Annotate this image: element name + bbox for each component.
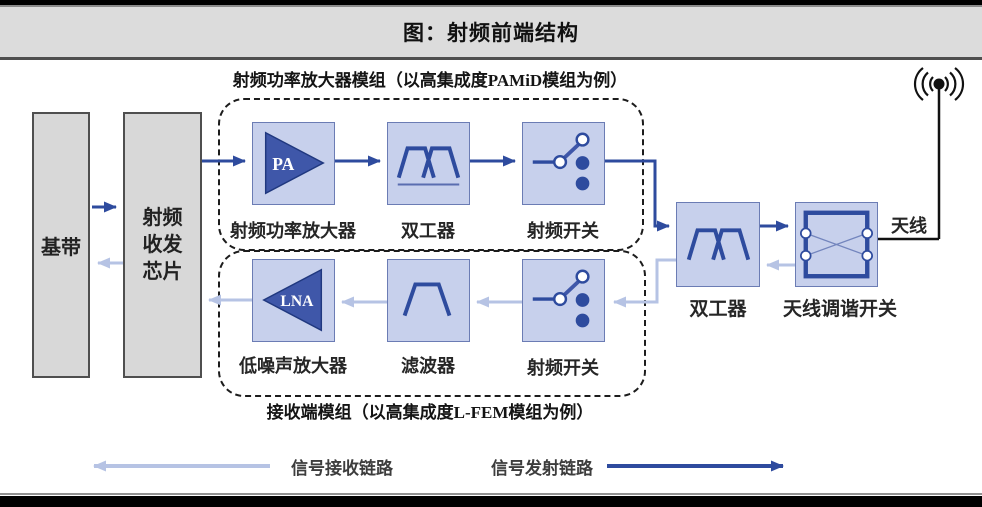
lna-label: 低噪声放大器 bbox=[239, 356, 347, 376]
duplexer-bandpass-icon bbox=[396, 146, 461, 186]
pa-symbol: PA bbox=[272, 154, 294, 174]
pa-label: 射频功率放大器 bbox=[230, 221, 356, 241]
lna-symbol: LNA bbox=[280, 293, 314, 310]
antenna-label: 天线 bbox=[891, 216, 927, 236]
transceiver-block: 射频收发芯片 bbox=[123, 112, 202, 378]
amplifier-left-triangle-icon: LNA bbox=[262, 268, 323, 332]
tx-module-label: 射频功率放大器模组（以高集成度PAMiD模组为例） bbox=[232, 71, 628, 90]
pa-block: PA bbox=[252, 122, 335, 205]
duplexer-tx-block bbox=[387, 122, 470, 205]
baseband-label: 基带 bbox=[41, 236, 81, 259]
duplexer-tx-label: 双工器 bbox=[401, 221, 455, 241]
crossbar-switch-icon bbox=[800, 210, 873, 279]
switch-rx-block bbox=[522, 259, 605, 342]
switch-tx-label: 射频开关 bbox=[527, 221, 599, 241]
antenna-broadcast-icon bbox=[913, 67, 965, 101]
lna-block: LNA bbox=[252, 259, 335, 342]
duplexer-ant-block bbox=[676, 202, 760, 287]
bandpass-filter-icon bbox=[402, 282, 452, 317]
bottom-border-line bbox=[0, 493, 982, 495]
bottom-border-bar bbox=[0, 496, 982, 507]
amplifier-right-triangle-icon: PA bbox=[264, 131, 325, 195]
rx-module-outline bbox=[218, 250, 646, 397]
legend-tx-label: 信号发射链路 bbox=[491, 459, 593, 478]
top-border-bar bbox=[0, 0, 982, 5]
switch-tx-block bbox=[522, 122, 605, 205]
switch-rx-label: 射频开关 bbox=[527, 358, 599, 378]
transceiver-label: 射频收发芯片 bbox=[142, 206, 183, 283]
legend-rx-label: 信号接收链路 bbox=[291, 459, 393, 478]
duplexer-ant-label: 双工器 bbox=[689, 299, 747, 320]
title-band: 图：射频前端结构 bbox=[0, 7, 982, 60]
spdt-switch-icon bbox=[532, 269, 590, 328]
filter-block bbox=[387, 259, 470, 342]
page-title: 图：射频前端结构 bbox=[403, 21, 579, 45]
rx-module-label: 接收端模组（以高集成度L-FEM模组为例） bbox=[266, 403, 594, 422]
spdt-switch-icon bbox=[532, 132, 590, 191]
duplexer-bandpass-icon bbox=[686, 228, 751, 261]
baseband-block: 基带 bbox=[32, 112, 90, 378]
top-border-line bbox=[0, 5, 982, 7]
filter-label: 滤波器 bbox=[401, 356, 455, 376]
antenna-tuner-label: 天线调谐开关 bbox=[782, 299, 897, 320]
antenna-tuner-block bbox=[795, 202, 878, 287]
